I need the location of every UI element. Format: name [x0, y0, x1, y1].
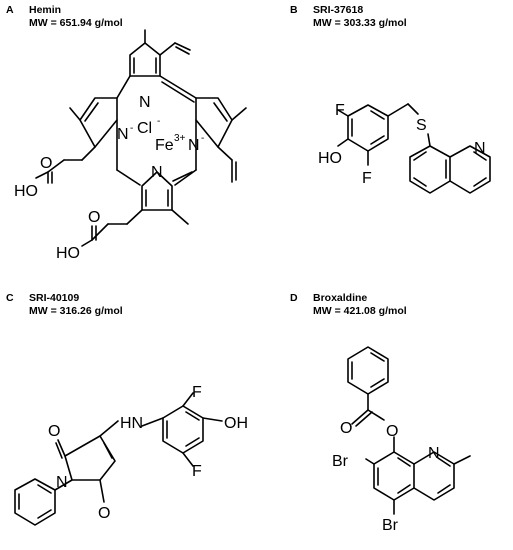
atom-label: F: [192, 384, 202, 401]
atom-label: HN: [120, 415, 143, 432]
sri-40109-structure: HN F OH F O N O: [14, 384, 248, 526]
atom-label: -: [130, 123, 133, 134]
atom-label: O: [48, 423, 60, 440]
atom-label: Fe: [155, 137, 174, 154]
atom-label: Cl: [137, 120, 152, 137]
molecular-weight: MW = 303.33 g/mol: [313, 17, 407, 29]
atom-label: O: [340, 420, 352, 437]
atom-label: HO: [14, 183, 38, 200]
panel-letter: A: [6, 4, 14, 16]
atom-label: 3+: [174, 133, 186, 144]
panel-broxaldine: D Broxaldine MW = 421.08 g/mol O O Br N …: [280, 280, 513, 550]
atom-label: N: [188, 137, 200, 154]
panel-letter: D: [290, 292, 298, 304]
atom-label: N: [151, 164, 163, 181]
panel-hemin: A Hemin MW = 651.94 g/mol: [0, 0, 280, 280]
panel-letter: B: [290, 4, 298, 16]
atom-label: N: [56, 474, 68, 491]
atom-label: -: [157, 116, 160, 127]
atom-label: -: [201, 133, 204, 144]
atom-label: N: [474, 140, 486, 157]
atom-label: F: [192, 463, 202, 480]
atom-label: O: [386, 423, 398, 440]
atom-label: Br: [382, 517, 399, 534]
atom-label: HO: [56, 245, 80, 262]
broxaldine-structure: O O Br N Br: [332, 346, 471, 534]
compound-name: Broxaldine: [313, 292, 368, 304]
atom-label: S: [416, 117, 427, 134]
molecular-weight: MW = 651.94 g/mol: [29, 17, 123, 29]
atom-label: OH: [224, 415, 248, 432]
atom-label: HO: [318, 150, 342, 167]
sri-37618-structure: F HO F S N: [318, 102, 491, 194]
atom-label: O: [40, 155, 52, 172]
compound-name: Hemin: [29, 4, 62, 16]
compound-name: SRI-40109: [29, 292, 80, 304]
panel-letter: C: [6, 292, 14, 304]
panel-sri-40109: C SRI-40109 MW = 316.26 g/mol HN F OH F …: [0, 280, 280, 550]
atom-label: O: [98, 505, 110, 522]
atom-label: N: [139, 94, 151, 111]
atom-label: F: [362, 170, 372, 187]
hemin-structure: N N - Cl - Fe 3+ N - N O HO O HO: [14, 29, 247, 262]
atom-label: F: [335, 102, 345, 119]
molecular-weight: MW = 421.08 g/mol: [313, 305, 407, 317]
molecular-weight: MW = 316.26 g/mol: [29, 305, 123, 317]
atom-label: N: [428, 445, 440, 462]
atom-label: N: [117, 126, 129, 143]
panel-sri-37618: B SRI-37618 MW = 303.33 g/mol F HO F S N: [280, 0, 513, 280]
compound-name: SRI-37618: [313, 4, 364, 16]
atom-label: Br: [332, 453, 349, 470]
atom-label: O: [88, 209, 100, 226]
